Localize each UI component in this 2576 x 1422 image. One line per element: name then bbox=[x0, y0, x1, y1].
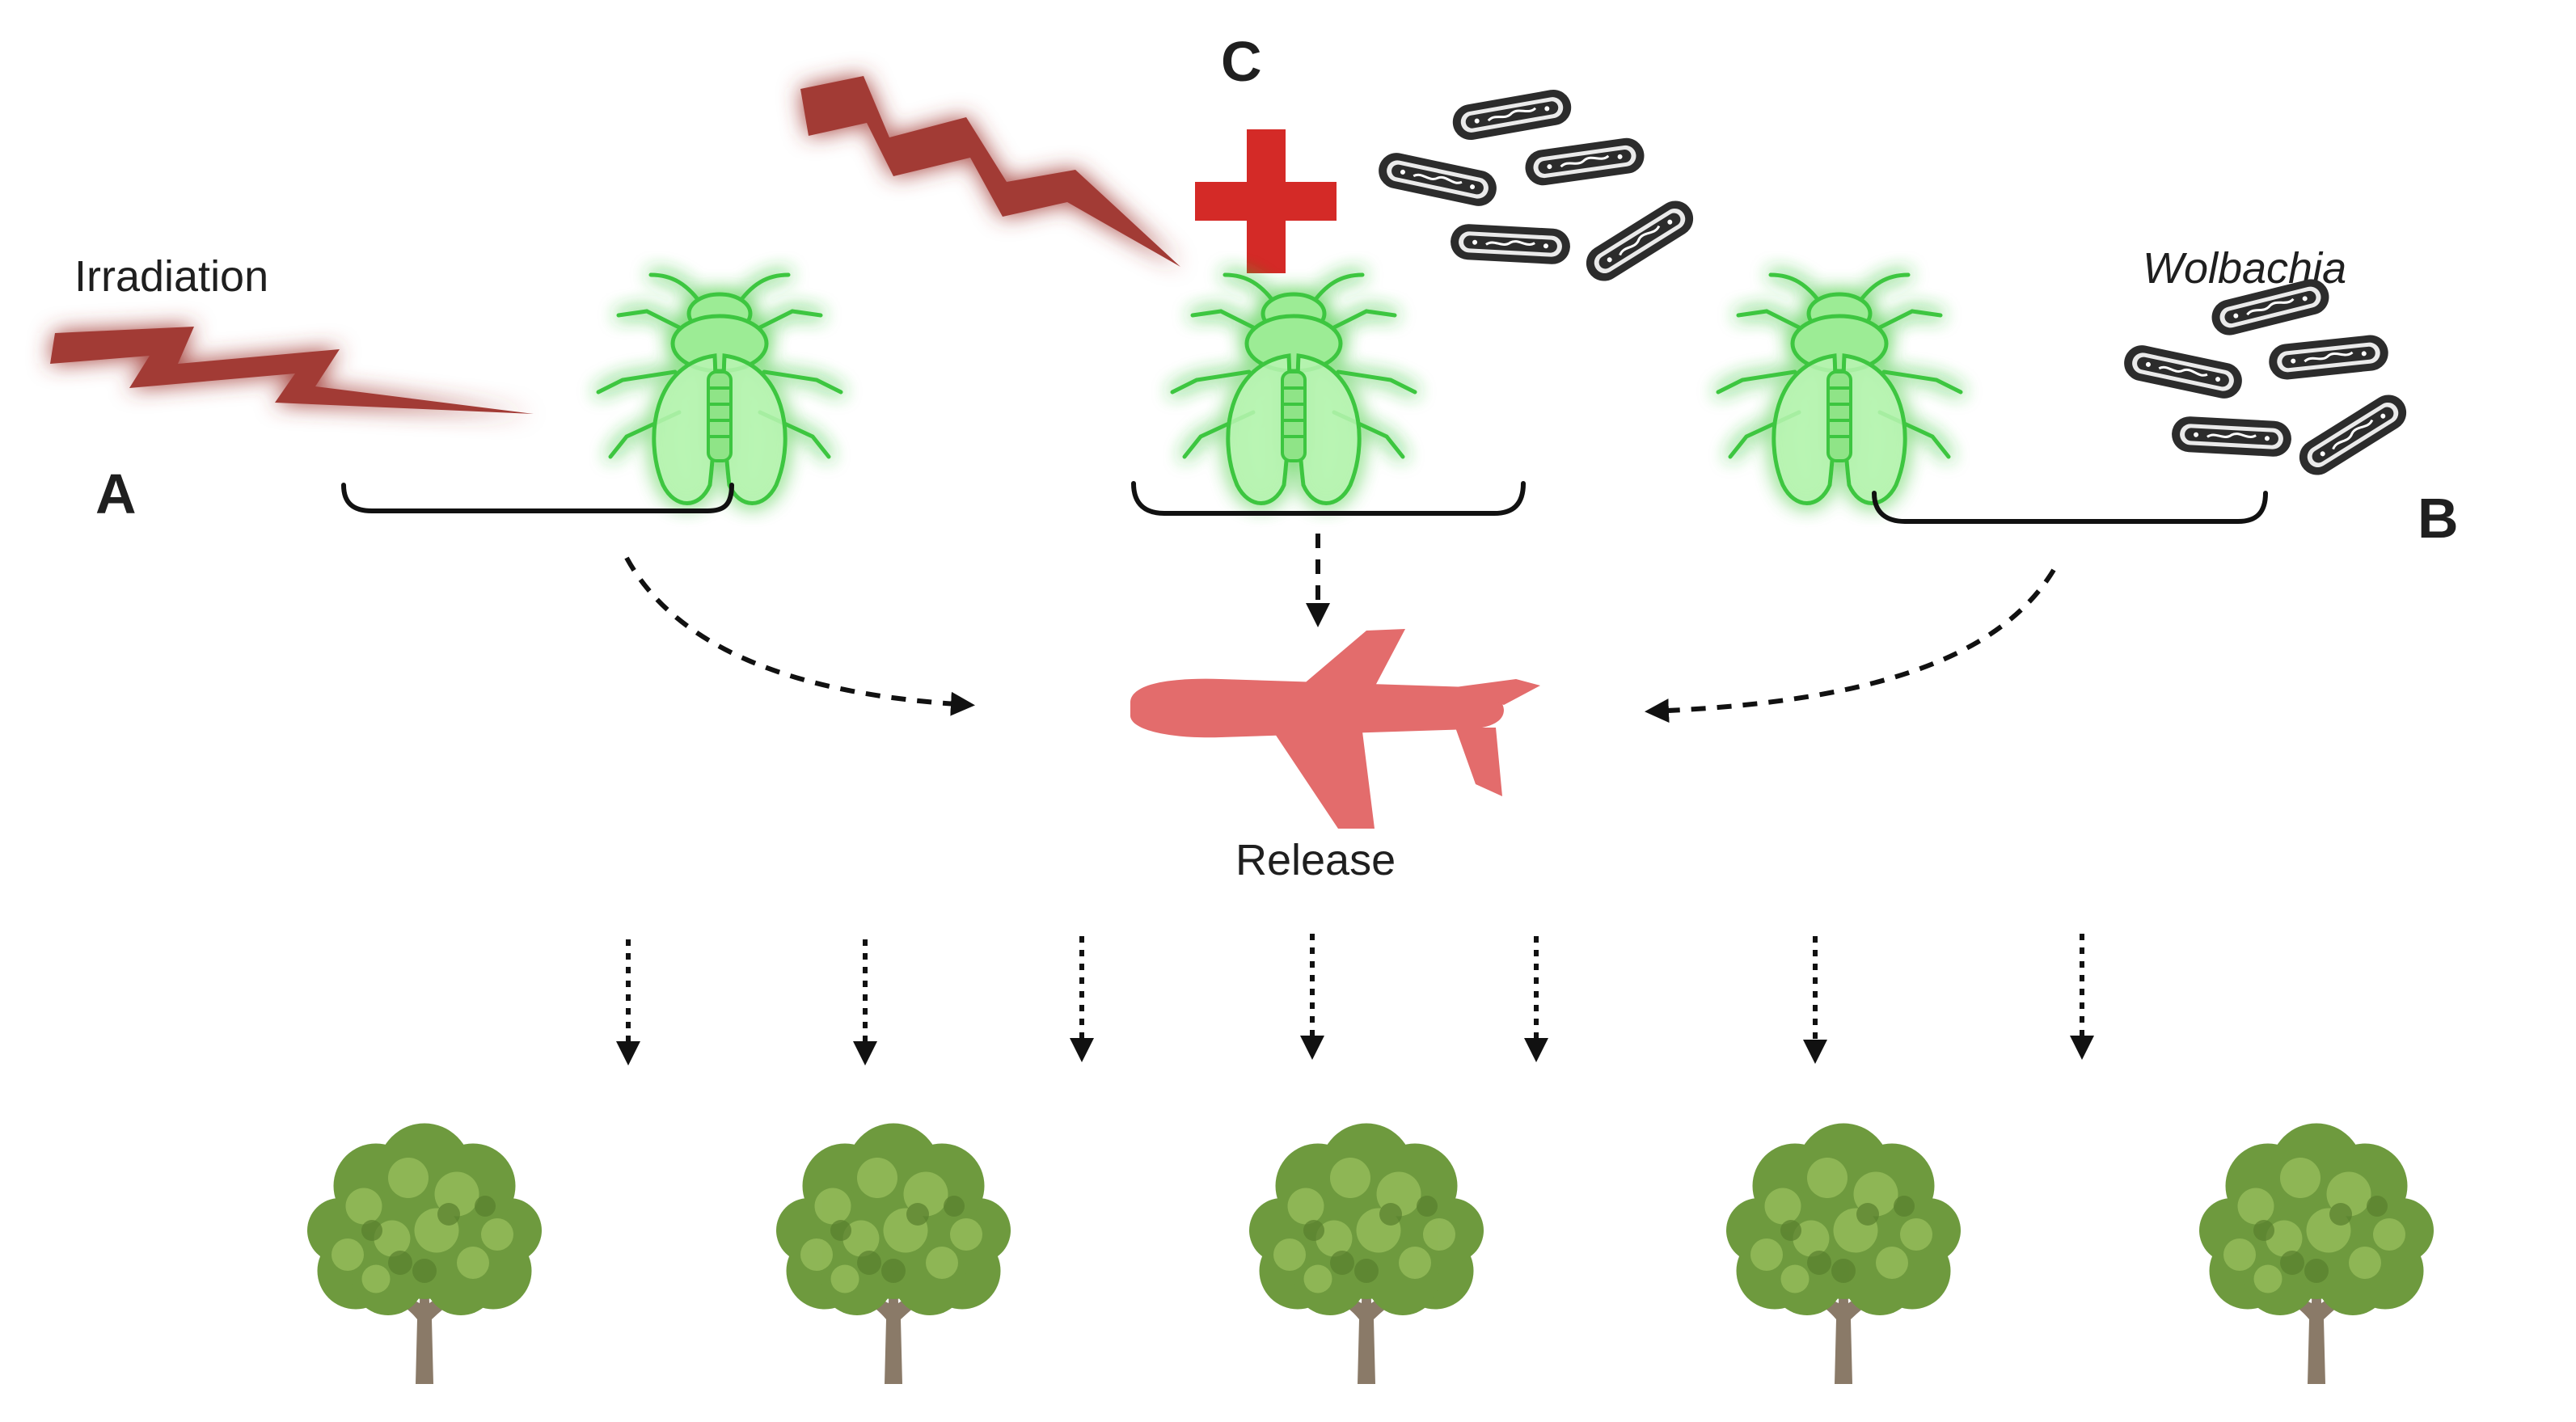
psyllid-insect-icon bbox=[1718, 275, 1961, 504]
bracket-c bbox=[1131, 481, 1526, 516]
lightning-bolt-icon bbox=[800, 76, 1180, 267]
tree-icon bbox=[1726, 1123, 1961, 1384]
psyllid-insect-icon bbox=[1172, 275, 1415, 504]
wolbachia-bacteria-icon bbox=[2119, 340, 2247, 403]
panel-label-c: C bbox=[1221, 30, 1262, 93]
tree-icon bbox=[2199, 1123, 2434, 1384]
panel-label-b: B bbox=[2418, 487, 2459, 550]
tree-row bbox=[307, 1123, 2434, 1384]
wolbachia-bacteria-icon bbox=[2291, 386, 2414, 483]
wolbachia-cluster-right bbox=[2119, 274, 2414, 483]
tree-icon bbox=[1249, 1123, 1484, 1384]
bracket-b bbox=[1872, 491, 2268, 524]
release-label: Release bbox=[1235, 836, 1396, 884]
tree-icon bbox=[307, 1123, 542, 1384]
dashed-arrow-b bbox=[1645, 568, 2056, 724]
bracket-a bbox=[341, 483, 734, 513]
irradiation-label: Irradiation bbox=[74, 252, 268, 301]
airplane-icon bbox=[1130, 629, 1540, 829]
dashed-arrow-a bbox=[624, 556, 975, 716]
wolbachia-bacteria-icon bbox=[1522, 134, 1648, 189]
wolbachia-bacteria-icon bbox=[1448, 222, 1573, 267]
wolbachia-bacteria-icon bbox=[2266, 331, 2392, 383]
lightning-bolt-icon bbox=[50, 327, 534, 414]
wolbachia-cluster-top bbox=[1374, 85, 1701, 289]
wolbachia-bacteria-icon bbox=[1578, 192, 1701, 289]
plus-icon bbox=[1195, 129, 1337, 273]
wolbachia-bacteria-icon bbox=[1448, 85, 1576, 145]
panel-label-a: A bbox=[95, 462, 137, 525]
tree-icon bbox=[776, 1123, 1011, 1384]
psyllid-insect-icon bbox=[598, 275, 841, 504]
wolbachia-bacteria-icon bbox=[2169, 414, 2294, 459]
wolbachia-bacteria-icon bbox=[1374, 148, 1501, 211]
